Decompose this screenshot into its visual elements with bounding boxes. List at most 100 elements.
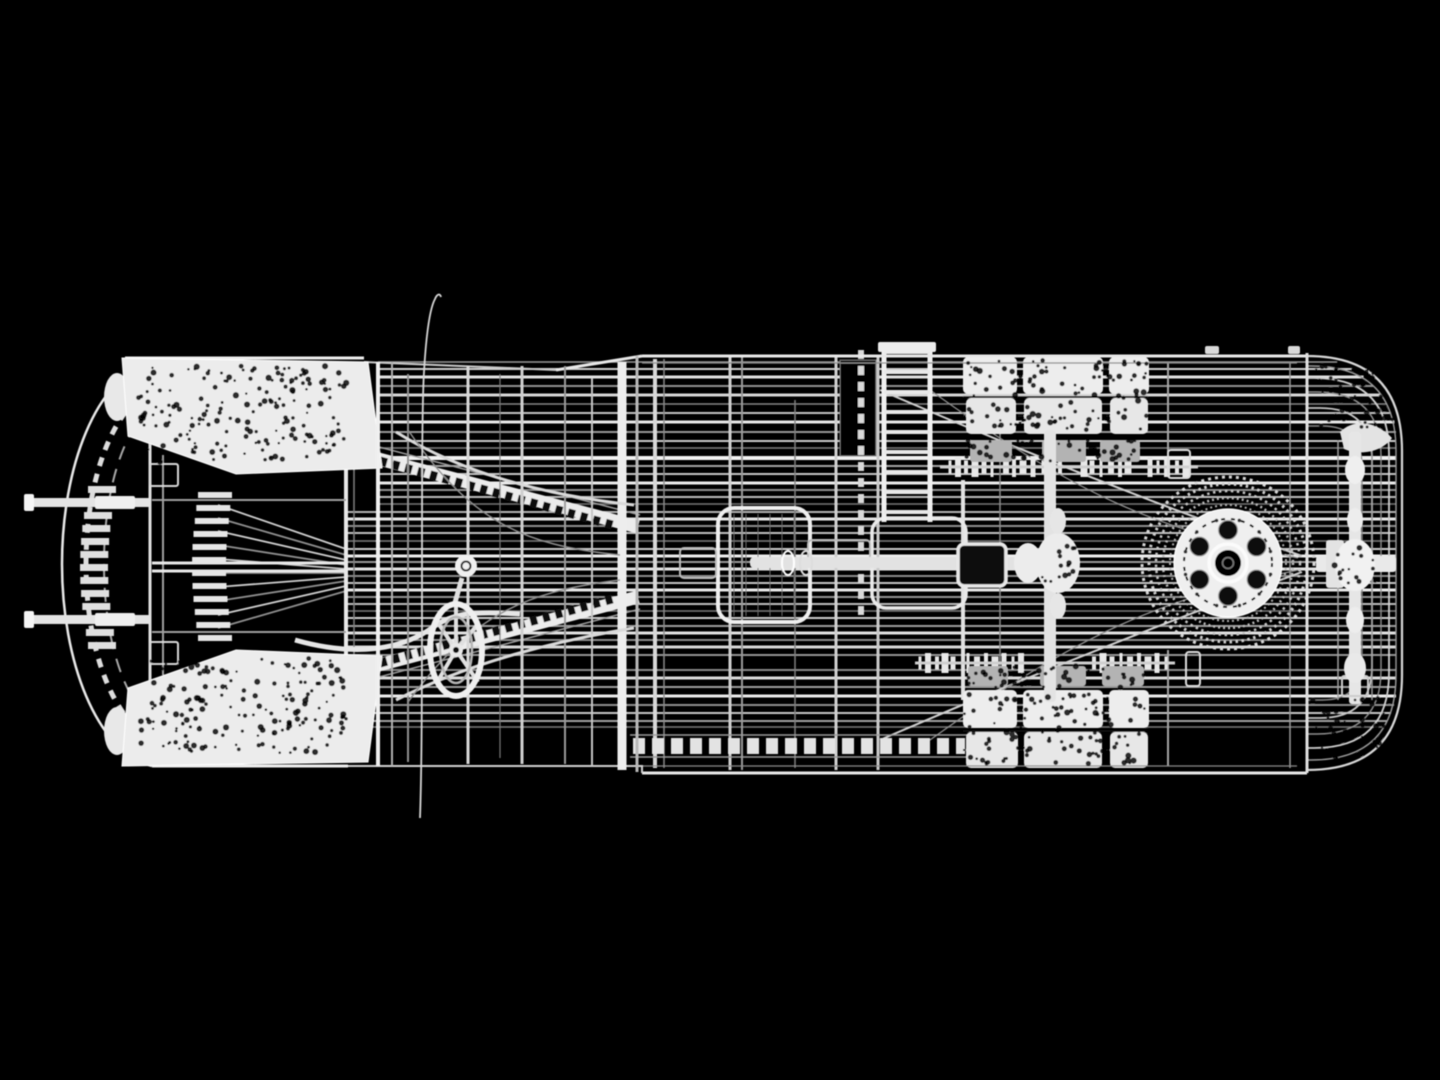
speckle-dot [305, 695, 309, 700]
speckle-dot [151, 720, 155, 724]
speckle-dot [257, 402, 263, 407]
speckle-dot [993, 695, 999, 701]
slat-bar [88, 486, 116, 493]
wire-path [419, 293, 442, 819]
speckle-dot [1137, 703, 1143, 709]
speckle-dot [1144, 728, 1150, 734]
speckle-dot [1341, 568, 1345, 572]
disc-dot [1195, 592, 1199, 596]
speckle-dot [1131, 373, 1137, 379]
speckle-dot [331, 442, 337, 447]
speckle-dot [1066, 442, 1073, 449]
speckle-dot [234, 417, 241, 424]
speckle-dot [187, 747, 193, 752]
speckle-dot [195, 695, 202, 702]
speckle-dot [328, 712, 334, 718]
speckle-dot [159, 409, 164, 414]
speckle-dot [289, 386, 296, 394]
speckle-dot [1058, 563, 1064, 568]
speckle-dot [181, 686, 187, 692]
speckle-dot [1092, 375, 1097, 380]
speckle-dot [1314, 368, 1318, 372]
speckle-dot [220, 693, 224, 697]
speckle-dot [306, 432, 313, 439]
speckle-dot [1338, 576, 1343, 581]
speckle-dot [176, 406, 183, 412]
speckle-dot [1061, 697, 1065, 701]
speckle-dot [189, 422, 196, 429]
speckle-dot [317, 400, 324, 407]
wire-path [348, 765, 643, 773]
speckle-dot [236, 747, 241, 752]
speckle-dot [328, 395, 332, 400]
speckle-dot [1053, 706, 1059, 712]
bead [858, 606, 864, 615]
speckle-dot [324, 448, 330, 454]
speckle-dot [188, 725, 193, 729]
speckle-dot [1040, 358, 1045, 363]
slat-bar [192, 544, 227, 550]
wire-ellipse [1014, 543, 1042, 583]
speckle-dot [1130, 378, 1133, 382]
speckle-dot [1003, 696, 1010, 702]
speckle-dot [969, 409, 974, 415]
speckle-dot [202, 376, 207, 381]
speckle-dot [165, 710, 169, 713]
speckle-dot [321, 674, 328, 680]
speckle-dot [975, 757, 979, 761]
bead [858, 494, 864, 503]
speckle-dot [1047, 736, 1052, 740]
speckle-dot [1029, 438, 1034, 443]
speckle-dot [169, 372, 175, 378]
wire-rect [839, 359, 877, 457]
speckle-dot [150, 679, 157, 686]
speckle-dot [1101, 369, 1104, 372]
speckle-dot [1121, 675, 1127, 680]
speckle-dot [1371, 558, 1375, 562]
speckle-dot [339, 677, 346, 684]
slat-bar [196, 505, 231, 511]
speckle-dot [252, 693, 258, 699]
speckle-dot [1094, 706, 1098, 710]
speckle-dot [1070, 568, 1076, 574]
speckle-dot [990, 402, 996, 408]
speckle-dot [1066, 572, 1072, 577]
bead [858, 430, 864, 439]
speckle-dot [213, 685, 217, 689]
speckle-dot [964, 454, 969, 459]
wire-path [395, 430, 635, 507]
speckle-dot [1035, 421, 1041, 428]
speckle-dot [1328, 376, 1333, 380]
slat-bar [80, 577, 109, 584]
wire-rect [1023, 357, 1103, 394]
speckle-dot [300, 381, 305, 386]
speckle-dot [1320, 753, 1324, 757]
slat-bar [194, 518, 229, 524]
speckle-dot [1344, 728, 1348, 733]
speckle-dot [966, 443, 973, 449]
wire-rect [750, 557, 1022, 568]
speckle-dot [1077, 391, 1081, 394]
speckle-dot [153, 703, 157, 708]
speckle-dot [204, 668, 211, 675]
speckle-dot [197, 416, 203, 422]
speckle-dot [254, 429, 258, 434]
speckle-dot [1073, 409, 1078, 414]
speckle-dot [1366, 371, 1370, 375]
speckle-dot [167, 403, 171, 408]
bead [858, 526, 864, 535]
speckle-dot [303, 748, 310, 755]
speckle-dot [174, 729, 178, 733]
speckle-dot [260, 741, 265, 747]
speckle-dot [1076, 748, 1082, 754]
speckle-dot [1373, 422, 1378, 427]
speckle-dot [1353, 394, 1357, 398]
speckle-dot [1349, 396, 1355, 402]
wire-rect [1205, 346, 1219, 354]
speckle-dot [317, 666, 324, 673]
speckle-dot [271, 745, 276, 749]
speckle-dot [984, 444, 990, 450]
speckle-dot [993, 721, 996, 725]
speckle-dot [1134, 392, 1139, 397]
speckle-dot [1370, 566, 1375, 571]
